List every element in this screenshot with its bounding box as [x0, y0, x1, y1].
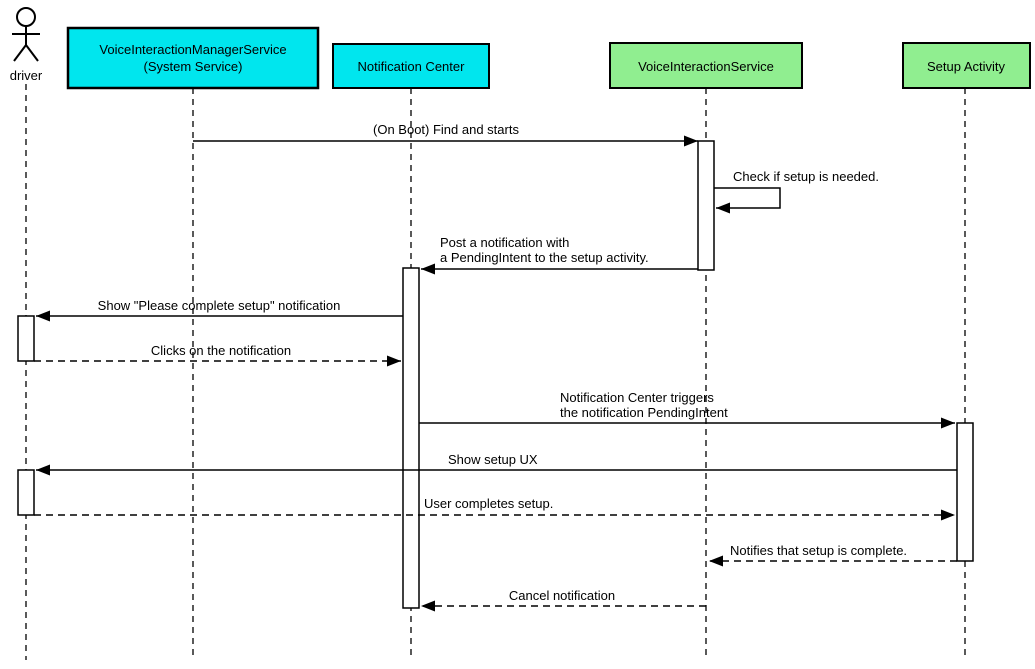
- message-label: Clicks on the notification: [151, 343, 291, 358]
- participant-vims-box: [66, 26, 320, 90]
- message-clicks-on-notification: Clicks on the notification: [34, 343, 401, 367]
- participant-notification-center: Notification Center: [332, 43, 490, 89]
- participant-notification-center-label: Notification Center: [358, 59, 466, 74]
- activation-setup-activity: [956, 422, 974, 562]
- message-label-line2: a PendingIntent to the setup activity.: [440, 250, 649, 265]
- actor-leg-right: [25, 44, 39, 62]
- activation-voice-interaction-service: [697, 140, 715, 271]
- participant-vims-label2: (System Service): [144, 59, 243, 74]
- activation-driver-1: [17, 315, 35, 362]
- participant-voice-interaction-service: VoiceInteractionService: [609, 42, 803, 89]
- message-label: (On Boot) Find and starts: [373, 122, 519, 137]
- participant-setup-activity-label: Setup Activity: [927, 59, 1006, 74]
- message-label: Cancel notification: [509, 588, 615, 603]
- activation-driver-2: [17, 469, 35, 516]
- participant-setup-activity-box: [902, 42, 1031, 89]
- participant-vims: VoiceInteractionManagerService (System S…: [66, 26, 320, 90]
- message-arrow-self: [714, 187, 781, 214]
- activation-notification-center: [402, 267, 420, 609]
- message-label-line1: Notification Center triggers: [560, 390, 714, 405]
- actor-head: [16, 7, 36, 27]
- message-notifies-setup-complete: Notifies that setup is complete.: [709, 543, 957, 567]
- actor-driver-label: driver: [10, 68, 43, 83]
- message-post-notification: Post a notification with a PendingIntent…: [421, 235, 698, 275]
- message-label: Show "Please complete setup" notificatio…: [98, 298, 341, 313]
- message-label: Notifies that setup is complete.: [730, 543, 907, 558]
- message-label: Check if setup is needed.: [733, 169, 879, 184]
- participant-voice-interaction-service-box: [609, 42, 803, 89]
- message-label: User completes setup.: [424, 496, 553, 511]
- participant-setup-activity: Setup Activity: [902, 42, 1031, 89]
- message-label: Show setup UX: [448, 452, 538, 467]
- participant-voice-interaction-service-label: VoiceInteractionService: [638, 59, 774, 74]
- message-user-completes-setup: User completes setup.: [34, 496, 955, 521]
- message-label-line1: Post a notification with: [440, 235, 569, 250]
- message-show-setup-notification: Show "Please complete setup" notificatio…: [36, 298, 403, 322]
- message-show-setup-ux: Show setup UX: [36, 452, 957, 476]
- actor-leg-left: [13, 44, 27, 62]
- message-check-if-setup-is-needed: Check if setup is needed.: [714, 169, 879, 214]
- actor-driver: driver: [10, 7, 43, 83]
- participant-vims-label: VoiceInteractionManagerService: [99, 42, 286, 57]
- message-trigger-pendingintent: Notification Center triggers the notific…: [419, 390, 955, 429]
- message-label-line2: the notification PendingIntent: [560, 405, 728, 420]
- message-cancel-notification: Cancel notification: [421, 588, 706, 612]
- participant-notification-center-box: [332, 43, 490, 89]
- message-on-boot-find-and-starts: (On Boot) Find and starts: [193, 122, 698, 147]
